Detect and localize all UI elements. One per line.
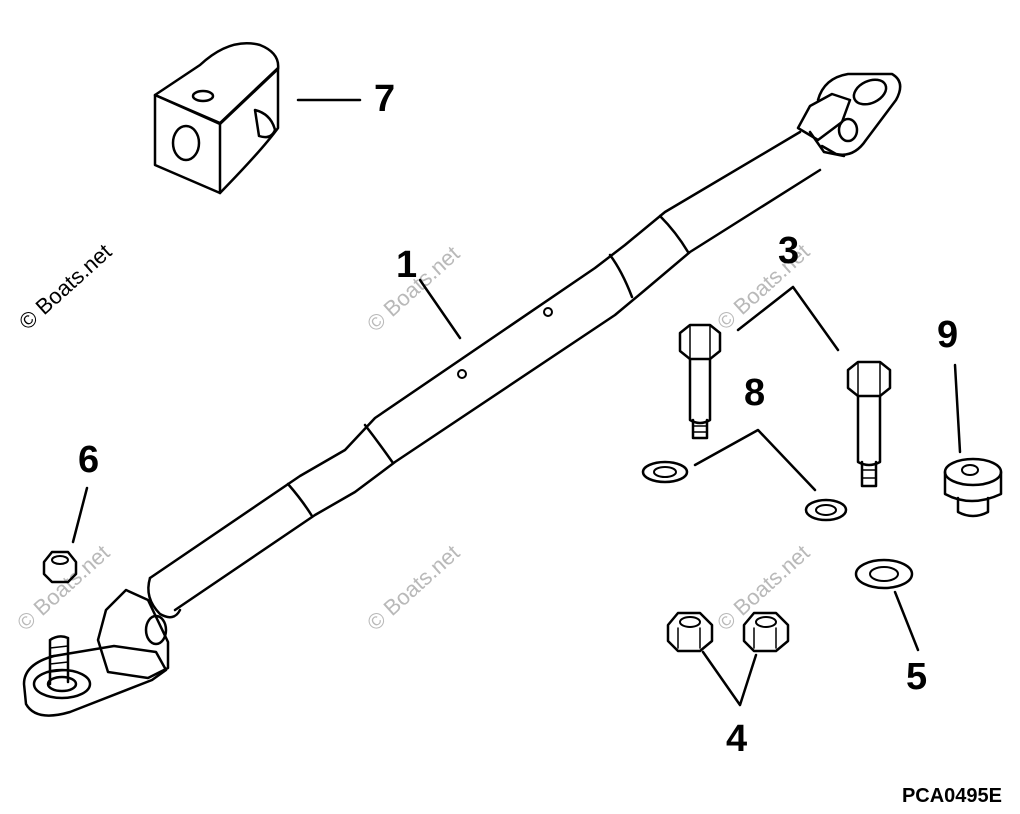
bolt-left: [678, 323, 722, 440]
rod-lower-washer-inner: [46, 675, 78, 693]
rod-lower-pin: [144, 614, 168, 646]
rod-ring: [363, 423, 395, 465]
bolt-right: [846, 360, 892, 488]
callout-7: 7: [374, 78, 396, 120]
callout-1: 1: [396, 244, 418, 286]
callout-6: 6: [78, 439, 100, 481]
leader-9: [953, 363, 962, 454]
rod-upper-link: [808, 130, 846, 158]
leader-5: [893, 590, 920, 652]
leader-6: [71, 486, 89, 544]
spacer: [943, 457, 1003, 518]
diagram-code: PCA0495E: [901, 785, 1002, 807]
leader-1: [418, 278, 462, 340]
rod-stud-threads: [49, 645, 69, 673]
wave-washer-right: [804, 498, 848, 522]
rod-upper-pin: [837, 117, 859, 143]
rod-upper-edge: [148, 130, 802, 580]
block-top-hole: [191, 89, 215, 103]
steering-link-rod: [22, 72, 902, 717]
block-side: [218, 66, 280, 195]
block-slot: [253, 108, 277, 139]
block-top: [153, 41, 280, 126]
callout-5: 5: [906, 656, 928, 698]
rod-lower-edge: [173, 168, 822, 612]
locknut-right: [742, 611, 790, 653]
rod-lower-eye: [22, 644, 168, 717]
rod-hole: [457, 369, 467, 379]
leader-8: [693, 428, 817, 492]
rod-lower-washer: [32, 668, 92, 700]
rod-upper-eye-hole: [852, 78, 888, 106]
flat-washer: [854, 558, 914, 590]
leader-4: [701, 650, 758, 707]
rod-ring: [608, 253, 634, 299]
block-bore: [171, 124, 201, 162]
rod-hole: [543, 307, 553, 317]
callout-8: 8: [744, 372, 766, 414]
leader-3: [736, 285, 840, 352]
wave-washer-left: [641, 460, 689, 484]
callout-9: 9: [937, 314, 959, 356]
rod-ring: [286, 482, 314, 518]
callout-4: 4: [726, 718, 748, 760]
rod-ring: [658, 214, 690, 254]
rod-end-locknut: [42, 550, 78, 584]
rod-collar: [147, 576, 182, 619]
rod-upper-yoke: [796, 92, 852, 142]
callout-3: 3: [778, 230, 800, 272]
locknut-left: [666, 611, 714, 653]
rod-upper-eye: [816, 72, 902, 156]
clevis-block: [153, 41, 280, 195]
rod-lower-yoke: [96, 588, 170, 680]
